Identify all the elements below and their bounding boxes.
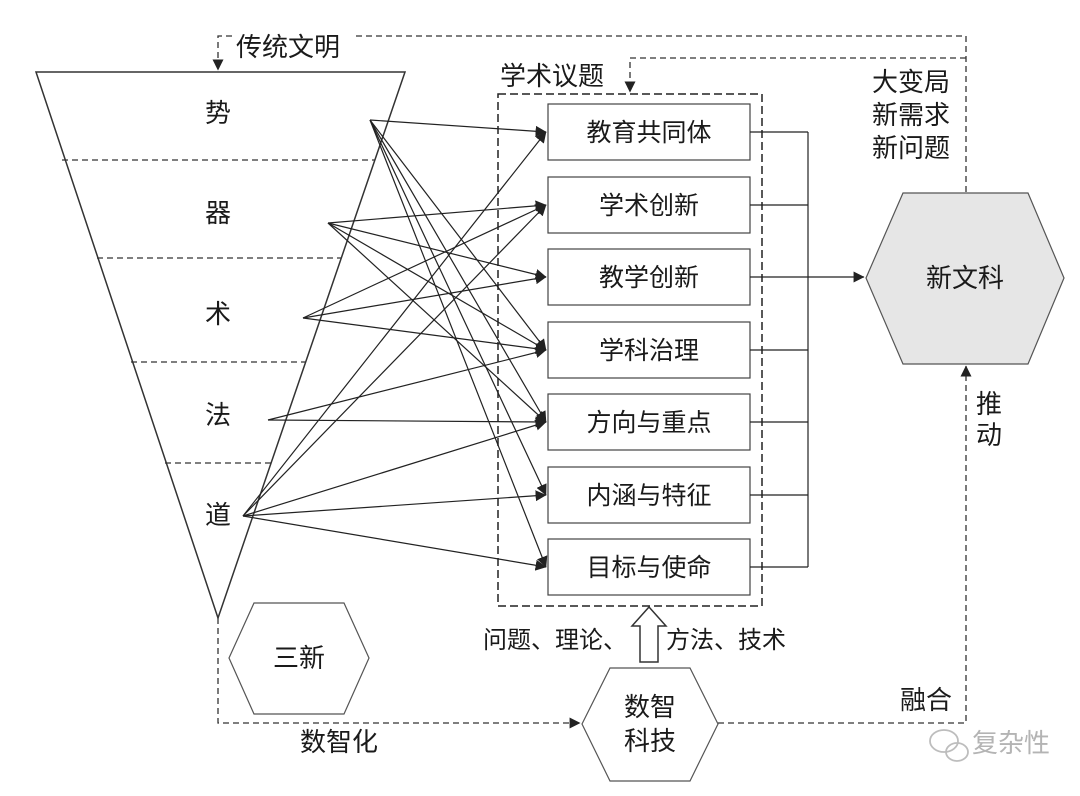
three-new-node: 三新 <box>228 602 370 715</box>
three-new-label: 三新 <box>273 644 325 674</box>
topic-label: 内涵与特征 <box>586 481 711 510</box>
connector-arrow <box>267 347 547 421</box>
topic-label: 学科治理 <box>599 336 699 365</box>
tradition-feedback-loop: 传统文明 <box>212 26 967 192</box>
support-label-right: 方法、技术 <box>666 626 786 654</box>
funnel-layer-shi: 势 <box>205 99 231 129</box>
connector-arrow <box>302 273 547 319</box>
context-label: 新问题 <box>872 134 950 164</box>
digital-tech-node: 数智 科技 <box>581 667 719 782</box>
hollow-up-arrow-icon <box>630 605 668 663</box>
dashed-flow-line <box>718 365 972 724</box>
connector-arrow <box>327 222 547 280</box>
topic-label: 方向与重点 <box>586 408 711 437</box>
topic-label: 目标与使命 <box>586 553 711 582</box>
topic-boxes: 教育共同体 学术创新 教学创新 学科治理 方向与重点 内涵与特征 目标与使命 <box>547 103 751 596</box>
push-label: 动 <box>976 421 1002 451</box>
funnel: 势 器 术 法 道 <box>34 71 407 621</box>
topic-box <box>547 538 751 596</box>
topics-title: 学术议题 <box>500 62 604 92</box>
push-label: 推 <box>976 390 1002 420</box>
support-arrow: 问题、理论、 方法、技术 <box>483 605 786 663</box>
connector-arrow <box>369 119 548 568</box>
chat-bubble-icon <box>945 742 969 762</box>
funnel-triangle <box>34 71 407 621</box>
connector-arrow <box>267 416 547 428</box>
connector-arrow <box>369 119 547 137</box>
topic-label: 教学创新 <box>599 263 699 292</box>
connector-arrow <box>242 419 547 517</box>
dashed-flow-line <box>217 618 581 729</box>
connector-arrow <box>242 204 547 517</box>
funnel-layer-shu: 术 <box>205 300 231 330</box>
connector-arrow <box>369 119 547 423</box>
academic-topics-frame: 学术议题 <box>497 62 763 607</box>
label-mask <box>500 62 616 90</box>
connector-arrow <box>327 200 547 224</box>
digital-tech-label: 数智 <box>624 693 676 723</box>
topic-label: 学术创新 <box>599 191 699 220</box>
dashed-topic-loop-line <box>624 57 966 93</box>
context-label: 新需求 <box>872 101 950 131</box>
digital-flow: 数智化 融合 推 动 <box>217 365 1002 758</box>
label-mask <box>232 26 352 48</box>
funnel-layer-fa: 法 <box>205 401 231 431</box>
connector-arrow <box>327 222 547 423</box>
topic-box <box>547 103 751 161</box>
watermark-label: 复杂性 <box>972 729 1050 759</box>
digitalization-label: 数智化 <box>300 728 378 758</box>
new-liberal-arts-label: 新文科 <box>926 264 1004 294</box>
hexagon <box>581 667 719 782</box>
connector-arrow <box>302 204 547 319</box>
topic-label: 教育共同体 <box>586 118 711 147</box>
funnel-layer-qi: 器 <box>205 199 231 229</box>
topic-box <box>547 248 751 306</box>
connector-arrow <box>242 131 547 517</box>
context-label: 大变局 <box>872 68 950 98</box>
connector-arrow <box>242 515 547 571</box>
connector-arrow <box>369 119 547 496</box>
funnel-layer-dao: 道 <box>205 501 231 531</box>
layer-to-topic-arrows <box>242 119 548 571</box>
hexagon <box>865 192 1065 365</box>
tradition-label: 传统文明 <box>236 33 340 63</box>
support-label-left: 问题、理论、 <box>483 626 627 654</box>
chat-bubble-icon <box>929 729 959 753</box>
topics-bracket <box>750 131 865 568</box>
hexagon <box>228 602 370 715</box>
new-liberal-arts-node: 新文科 <box>865 192 1065 365</box>
dashed-loop-line <box>212 35 967 192</box>
fusion-label: 融合 <box>900 686 952 716</box>
digital-tech-label: 科技 <box>624 727 676 757</box>
topic-box <box>547 321 751 379</box>
connector-arrow <box>327 222 547 351</box>
topic-box <box>547 176 751 234</box>
connector-arrow <box>369 119 547 351</box>
watermark: 复杂性 <box>929 729 1050 762</box>
context-labels: 大变局 新需求 新问题 <box>872 68 950 164</box>
connector-arrow <box>242 490 547 517</box>
connector-arrow <box>302 317 547 355</box>
